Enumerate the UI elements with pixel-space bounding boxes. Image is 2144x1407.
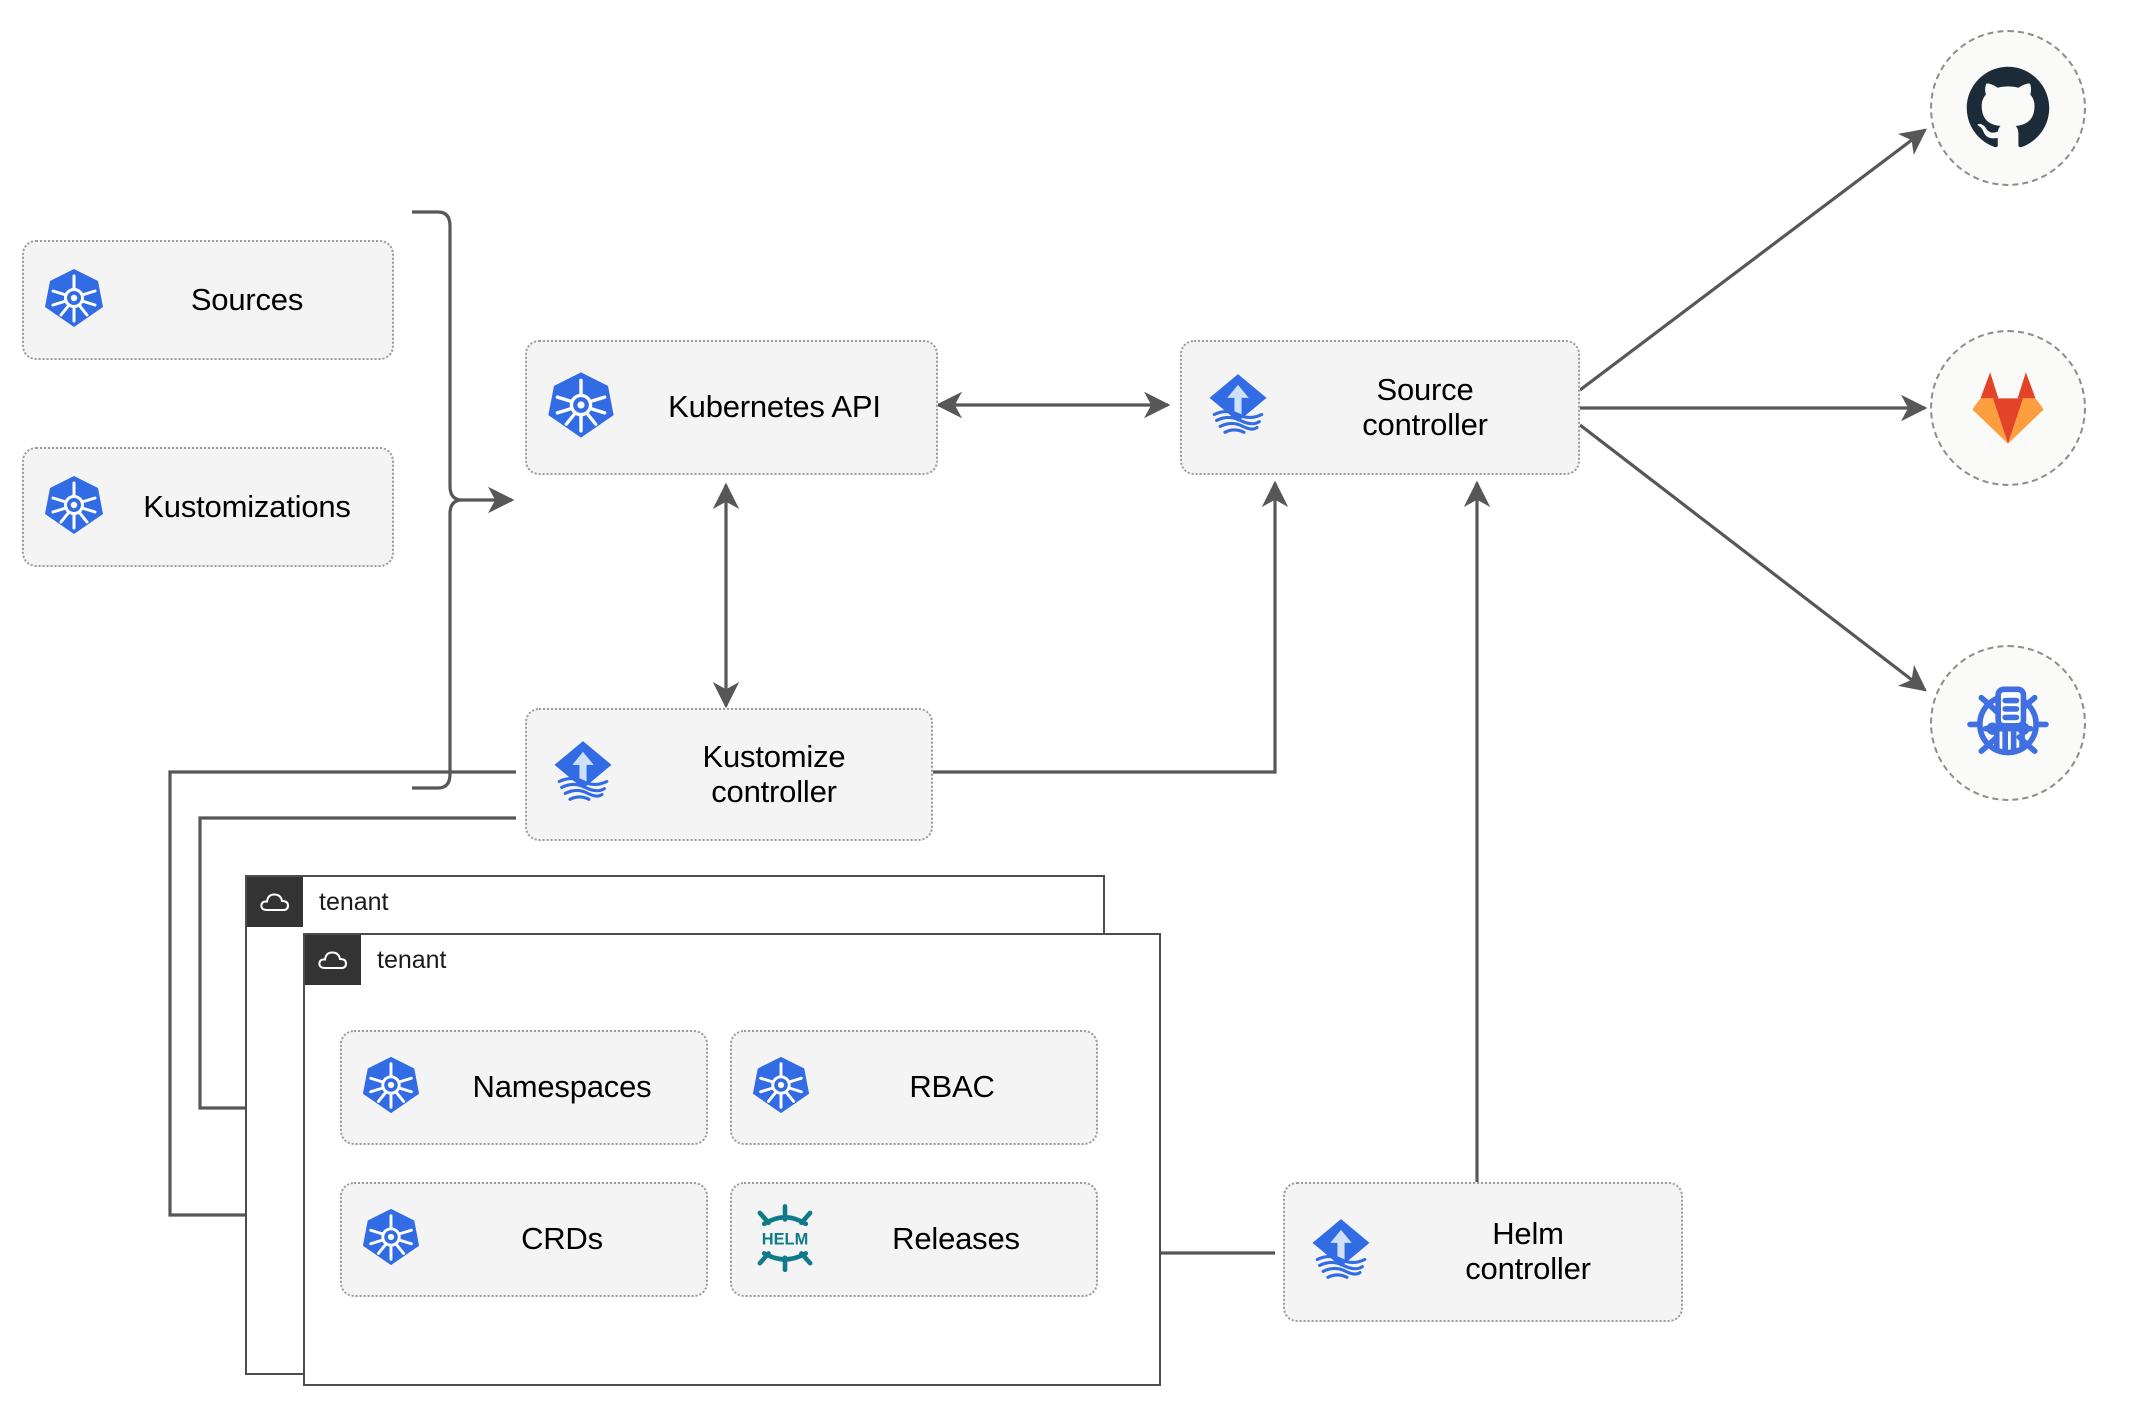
kubernetes-icon — [42, 473, 106, 542]
node-kubernetes-api[interactable]: Kubernetes API — [525, 340, 938, 475]
node-helm-controller[interactable]: Helm controller — [1283, 1182, 1683, 1322]
svg-text:HELM: HELM — [762, 1231, 808, 1249]
flux-icon — [1303, 1212, 1379, 1293]
flux-icon — [1200, 367, 1276, 448]
tenant-window-front[interactable]: tenant — [303, 933, 1161, 1386]
kubernetes-icon — [360, 1206, 422, 1273]
tenant-titlebar: tenant — [305, 935, 447, 985]
node-sources[interactable]: Sources — [22, 240, 394, 360]
container-registry-icon — [1967, 686, 2049, 756]
node-label: Kubernetes API — [668, 389, 881, 425]
cloud-icon — [247, 877, 303, 927]
node-label: CRDs — [521, 1221, 603, 1257]
tenant-titlebar: tenant — [247, 877, 389, 927]
endpoint-gitlab[interactable] — [1930, 330, 2086, 486]
kubernetes-icon — [360, 1054, 422, 1121]
node-label: Source controller — [1362, 371, 1488, 442]
node-label: RBAC — [909, 1069, 995, 1105]
node-label: Namespaces — [472, 1069, 652, 1105]
gitlab-icon — [1972, 372, 2044, 444]
node-label: Kustomize controller — [702, 738, 846, 809]
github-icon — [1966, 66, 2050, 148]
kubernetes-icon — [750, 1054, 812, 1121]
node-rbac[interactable]: RBAC — [730, 1030, 1098, 1145]
helm-icon: HELM — [750, 1202, 820, 1277]
node-releases[interactable]: HELM Releases — [730, 1182, 1098, 1297]
node-label: Kustomizations — [143, 488, 351, 524]
cloud-icon — [305, 935, 361, 985]
node-label: Sources — [190, 281, 304, 317]
flux-icon — [545, 734, 621, 815]
tenant-label: tenant — [319, 887, 389, 916]
kubernetes-icon — [42, 266, 106, 335]
node-crds[interactable]: CRDs — [340, 1182, 708, 1297]
endpoint-github[interactable] — [1930, 30, 2086, 186]
node-kustomize-controller[interactable]: Kustomize controller — [525, 708, 933, 841]
node-namespaces[interactable]: Namespaces — [340, 1030, 708, 1145]
node-source-controller[interactable]: Source controller — [1180, 340, 1580, 475]
node-label: Helm controller — [1465, 1216, 1591, 1286]
endpoint-container-registry[interactable] — [1930, 645, 2086, 801]
tenant-label: tenant — [377, 945, 447, 974]
node-kustomizations[interactable]: Kustomizations — [22, 447, 394, 567]
kubernetes-icon — [545, 369, 617, 446]
node-label: Releases — [892, 1221, 1020, 1257]
